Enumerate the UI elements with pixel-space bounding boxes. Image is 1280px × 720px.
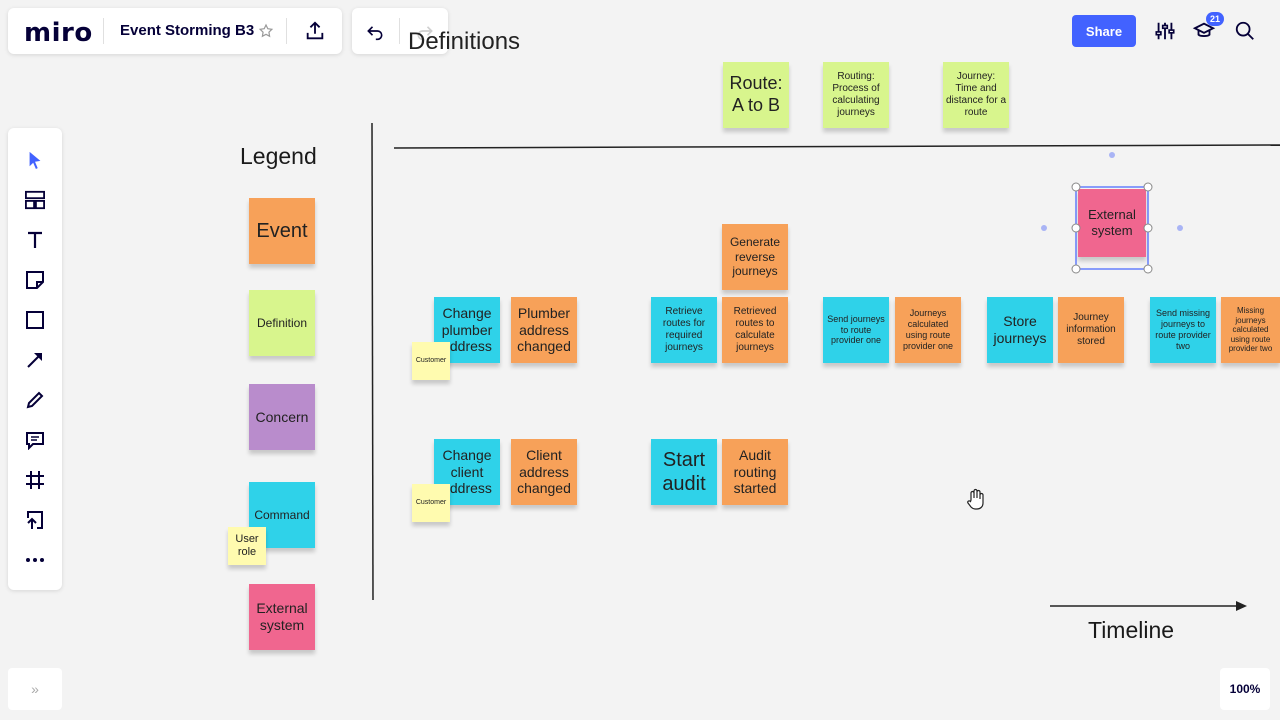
share-button[interactable]: Share bbox=[1072, 15, 1136, 47]
zoom-level[interactable]: 100% bbox=[1220, 668, 1270, 710]
event-sticky-generate-reverse-journeys[interactable]: Generate reverse journeys bbox=[722, 224, 788, 290]
redo-icon[interactable] bbox=[412, 18, 438, 44]
command-sticky-start-audit[interactable]: Start audit bbox=[651, 439, 717, 505]
legend-external-system-sticky[interactable]: External system bbox=[249, 584, 315, 650]
command-sticky-change-client-address[interactable]: Change client address bbox=[434, 439, 500, 505]
star-icon[interactable] bbox=[256, 21, 276, 41]
learning-cap-icon[interactable] bbox=[1191, 19, 1217, 43]
legend-divider-line bbox=[371, 122, 374, 601]
event-sticky-missing-journeys-calculated[interactable]: Missing journeys calculated using route … bbox=[1221, 297, 1280, 363]
undo-icon[interactable] bbox=[362, 18, 388, 44]
event-sticky-journeys-calculated-provider-one[interactable]: Journeys calculated using route provider… bbox=[895, 297, 961, 363]
select-cursor-icon[interactable] bbox=[19, 144, 51, 176]
command-sticky-store-journeys[interactable]: Store journeys bbox=[987, 297, 1053, 363]
command-sticky-send-missing-journeys[interactable]: Send missing journeys to route provider … bbox=[1150, 297, 1216, 363]
timeline-label: Timeline bbox=[1088, 617, 1175, 643]
legend-definition-sticky[interactable]: Definition bbox=[249, 290, 315, 356]
event-sticky-retrieved-routes[interactable]: Retrieved routes to calculate journeys bbox=[722, 297, 788, 363]
legend-concern-sticky[interactable]: Concern bbox=[249, 384, 315, 450]
hand-cursor-icon bbox=[966, 488, 986, 510]
event-sticky-client-address-changed[interactable]: Client address changed bbox=[511, 439, 577, 505]
pen-icon[interactable] bbox=[19, 384, 51, 416]
divider bbox=[399, 18, 400, 44]
definitions-title: Definitions bbox=[408, 28, 521, 55]
notification-badge: 21 bbox=[1206, 12, 1224, 26]
expand-panel-chevron-icon[interactable]: » bbox=[8, 668, 62, 710]
frame-icon[interactable] bbox=[19, 464, 51, 496]
command-sticky-retrieve-routes[interactable]: Retrieve routes for required journeys bbox=[651, 297, 717, 363]
comment-icon[interactable] bbox=[19, 424, 51, 456]
text-icon[interactable] bbox=[19, 224, 51, 256]
user-role-sticky-customer[interactable]: Customer bbox=[412, 484, 450, 522]
definitions-divider-line bbox=[393, 144, 1280, 149]
legend-event-sticky[interactable]: Event bbox=[249, 198, 315, 264]
upload-icon[interactable] bbox=[19, 504, 51, 536]
collaboration-bar: Share 21 bbox=[1062, 8, 1272, 54]
search-icon[interactable] bbox=[1232, 19, 1258, 43]
timeline-arrow-head bbox=[1236, 601, 1247, 611]
sticky-note-icon[interactable] bbox=[19, 264, 51, 296]
miro-logo[interactable]: miro bbox=[24, 18, 93, 48]
event-sticky-journey-information-stored[interactable]: Journey information stored bbox=[1058, 297, 1124, 363]
external-system-sticky-selected[interactable]: External system bbox=[1078, 189, 1146, 257]
command-sticky-send-journeys-provider-one[interactable]: Send journeys to route provider one bbox=[823, 297, 889, 363]
event-sticky-audit-routing-started[interactable]: Audit routing started bbox=[722, 439, 788, 505]
legend-user-role-sticky[interactable]: User role bbox=[228, 527, 266, 565]
history-panel bbox=[352, 8, 448, 54]
definition-sticky-routing[interactable]: Routing: Process of calculating journeys bbox=[823, 62, 889, 128]
divider bbox=[286, 18, 287, 44]
definition-sticky-journey[interactable]: Journey: Time and distance for a route bbox=[943, 62, 1009, 128]
event-sticky-plumber-address-changed[interactable]: Plumber address changed bbox=[511, 297, 577, 363]
definition-sticky-route[interactable]: Route: A to B bbox=[723, 62, 789, 128]
arrow-connector-icon[interactable] bbox=[19, 344, 51, 376]
templates-icon[interactable] bbox=[19, 184, 51, 216]
legend-title: Legend bbox=[240, 143, 317, 169]
board-name[interactable]: Event Storming B3 bbox=[120, 22, 255, 39]
left-toolbar bbox=[8, 128, 62, 590]
divider bbox=[103, 18, 104, 44]
more-icon[interactable] bbox=[19, 544, 51, 576]
settings-sliders-icon[interactable] bbox=[1153, 19, 1177, 43]
shape-icon[interactable] bbox=[19, 304, 51, 336]
export-upload-icon[interactable] bbox=[302, 18, 328, 44]
board-header: miro Event Storming B3 bbox=[8, 8, 342, 54]
selection-handles[interactable] bbox=[1036, 146, 1186, 276]
user-role-sticky-customer[interactable]: Customer bbox=[412, 342, 450, 380]
